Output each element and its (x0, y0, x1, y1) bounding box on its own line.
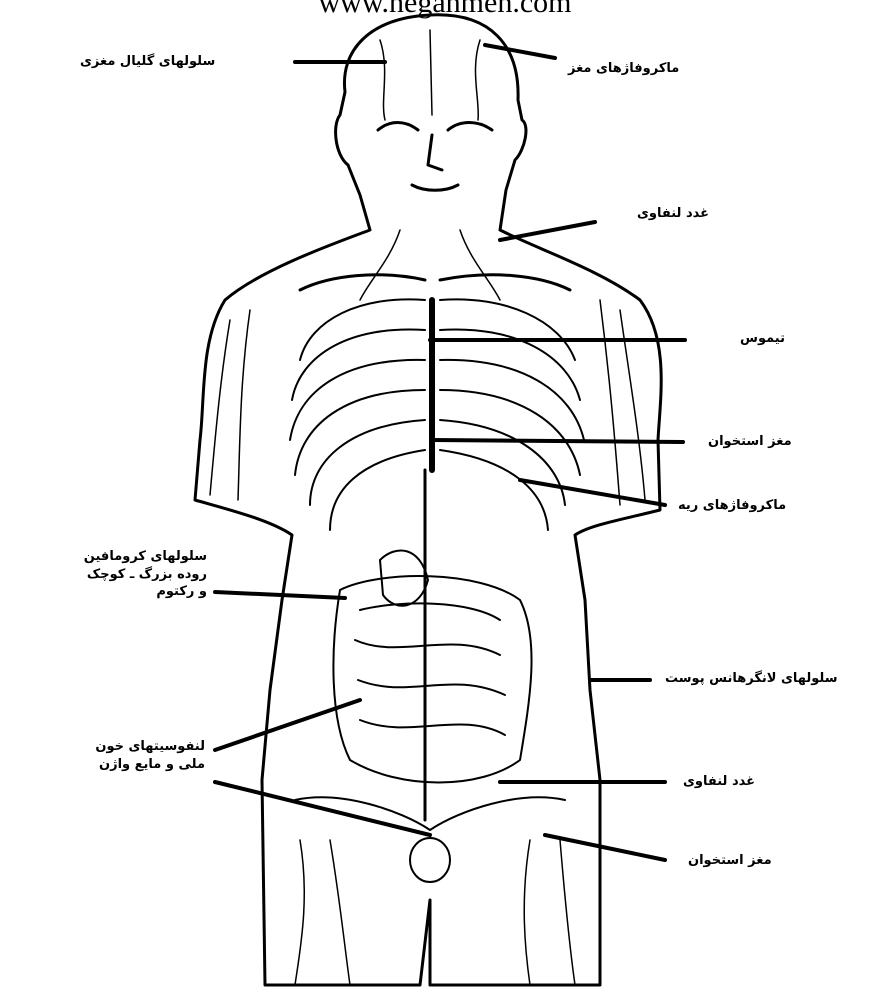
label-bone-marrow-top: مغز استخوان (708, 433, 792, 451)
label-chromaffin-line1: سلولهای کرومافین (2, 548, 207, 566)
label-chromaffin-line2: روده بزرگ ـ کوچک (2, 566, 207, 584)
ribcage (290, 299, 584, 530)
label-lung-macrophages: ماکروفاژهای ریه (678, 497, 786, 515)
leader-bone-marrow-bottom (215, 782, 430, 835)
label-lymphocytes-line2: ملی و مایع واژن (20, 756, 205, 774)
pubic-region (410, 838, 450, 882)
label-bone-marrow-bottom: مغز استخوان (688, 852, 772, 870)
label-lymph-node-top: غدد لنفاوی (637, 205, 709, 223)
eye-left (378, 123, 418, 131)
clavicle-right (440, 275, 570, 290)
label-microglia: سلولهای گلیال مغزی (80, 53, 215, 71)
leader-bone-marrow-top (432, 440, 683, 442)
label-lymphocytes-line1: لنفوسیتهای خون (20, 738, 205, 756)
leader-lymph-node-top (500, 222, 595, 240)
label-lymphocytes: لنفوسیتهای خون ملی و مایع واژن (20, 738, 205, 773)
mouth (412, 185, 458, 190)
leader-brain-macrophages (485, 45, 555, 58)
clavicle-left (300, 275, 425, 290)
label-langerhans: سلولهای لانگرهانس پوست (665, 670, 838, 688)
nose (428, 135, 442, 170)
label-thymus: تیموس (740, 330, 785, 348)
label-chromaffin-line3: و رکتوم (2, 583, 207, 601)
label-brain-macrophages: ماکروفاژهای مغز (568, 60, 679, 78)
intestines (333, 550, 531, 782)
label-lymph-node-bottom: غدد لنفاوی (683, 773, 755, 791)
leader-chromaffin (215, 592, 345, 598)
leader-bone-marrow-bottom-right (545, 835, 665, 860)
eye-right (448, 123, 492, 131)
label-chromaffin: سلولهای کرومافین روده بزرگ ـ کوچک و رکتو… (2, 548, 207, 601)
